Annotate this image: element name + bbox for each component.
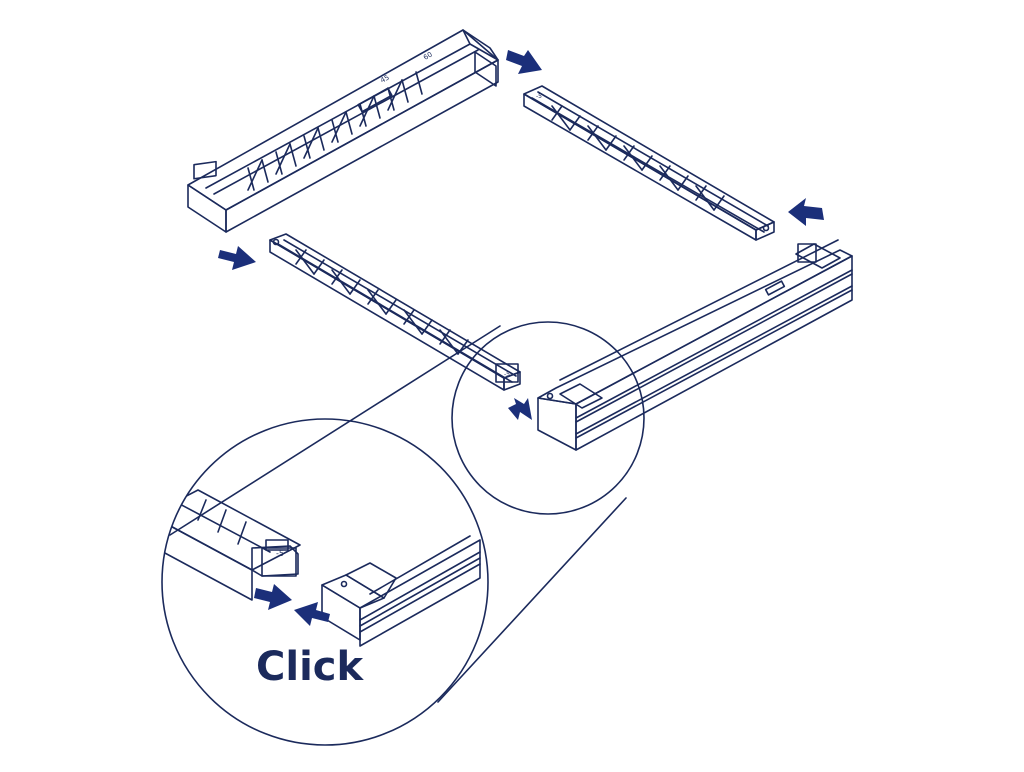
connector-bar-left xyxy=(269,233,521,391)
arrow-icon xyxy=(788,198,824,226)
zoom-connector-lower xyxy=(437,497,627,703)
callout-click-label: Click xyxy=(256,644,364,690)
arrow-icon xyxy=(506,50,542,74)
zoom-source-circle xyxy=(451,321,645,515)
arrow-icon xyxy=(508,398,532,420)
end-marking-2: -5 xyxy=(504,371,510,378)
snap-arrows-icon xyxy=(254,584,292,610)
zoom-connector-upper xyxy=(169,325,501,536)
rail-marking-60: 60 xyxy=(422,50,434,61)
adjustable-rail-right xyxy=(537,239,853,451)
snap-arrows-icon xyxy=(294,602,330,626)
rail-marking-45: 45 xyxy=(379,73,391,84)
end-marking-1: -5 xyxy=(536,93,542,100)
zoomed-joint-detail xyxy=(162,489,481,647)
connector-bar-right xyxy=(523,85,775,241)
end-marking-3: -5 xyxy=(276,549,284,558)
arrow-icon xyxy=(218,246,256,270)
zoom-detail-circle xyxy=(161,418,489,746)
adjustable-rail-left xyxy=(187,29,499,233)
